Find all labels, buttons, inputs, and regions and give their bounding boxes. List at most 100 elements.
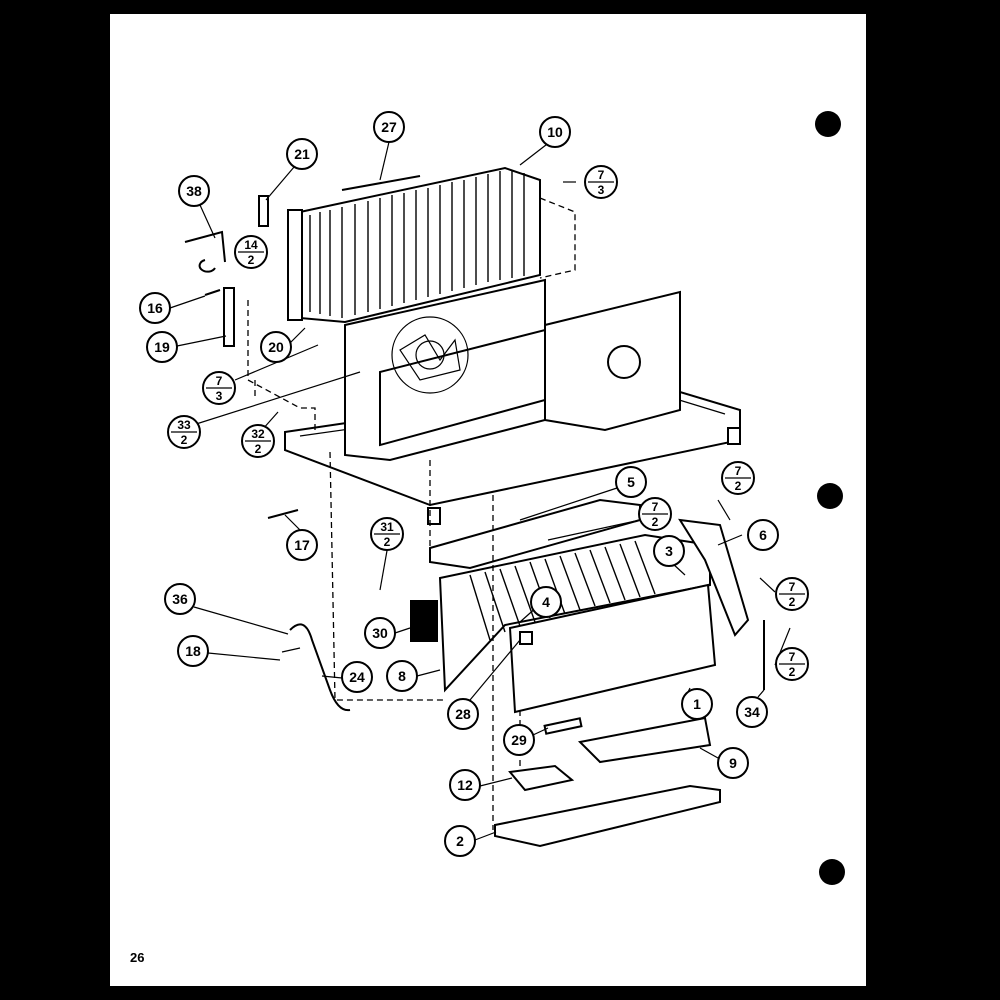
filter-sheet-9 bbox=[577, 716, 712, 764]
svg-text:7: 7 bbox=[789, 650, 796, 664]
callout-29: 29 bbox=[503, 724, 535, 756]
svg-text:31: 31 bbox=[380, 520, 394, 534]
fraction-ref-7-2-c: 7 2 bbox=[775, 577, 809, 611]
svg-text:17: 17 bbox=[294, 537, 310, 553]
fraction-ref-7-3-top: 7 3 bbox=[584, 165, 618, 199]
capillary-coil-38 bbox=[184, 230, 226, 273]
fraction-ref-7-3-left: 7 3 bbox=[202, 371, 236, 405]
callout-36: 36 bbox=[164, 583, 196, 615]
binder-hole-bottom bbox=[819, 859, 845, 885]
fraction-ref-33-2: 33 2 bbox=[167, 415, 201, 449]
svg-text:29: 29 bbox=[511, 732, 527, 748]
svg-text:27: 27 bbox=[381, 119, 397, 135]
svg-text:5: 5 bbox=[627, 474, 635, 490]
callout-2: 2 bbox=[444, 825, 476, 857]
svg-text:18: 18 bbox=[185, 643, 201, 659]
svg-text:7: 7 bbox=[735, 464, 742, 478]
svg-text:7: 7 bbox=[598, 168, 605, 182]
callout-4: 4 bbox=[530, 586, 562, 618]
thermostat-bulb-19 bbox=[223, 287, 235, 347]
svg-text:2: 2 bbox=[384, 535, 391, 549]
base-pan bbox=[284, 278, 741, 525]
svg-text:7: 7 bbox=[789, 580, 796, 594]
svg-text:2: 2 bbox=[255, 442, 262, 456]
svg-text:2: 2 bbox=[789, 595, 796, 609]
svg-text:2: 2 bbox=[789, 665, 796, 679]
svg-text:6: 6 bbox=[759, 527, 767, 543]
fraction-ref-7-2-b: 7 2 bbox=[638, 497, 672, 531]
callout-24: 24 bbox=[341, 661, 373, 693]
svg-text:10: 10 bbox=[547, 124, 563, 140]
svg-text:32: 32 bbox=[251, 427, 265, 441]
svg-text:30: 30 bbox=[372, 625, 388, 641]
callout-20: 20 bbox=[260, 331, 292, 363]
fan-blade bbox=[399, 334, 461, 381]
callout-30: 30 bbox=[364, 617, 396, 649]
callout-28: 28 bbox=[447, 698, 479, 730]
svg-text:16: 16 bbox=[147, 300, 163, 316]
fraction-ref-32-2: 32 2 bbox=[241, 424, 275, 458]
drain-tube-24 bbox=[281, 623, 351, 712]
gasket-12 bbox=[508, 764, 575, 792]
svg-text:7: 7 bbox=[216, 374, 223, 388]
condenser-coil bbox=[287, 166, 541, 324]
front-grille-2 bbox=[494, 784, 721, 848]
svg-text:4: 4 bbox=[542, 594, 550, 610]
bracket-21 bbox=[258, 195, 269, 227]
callout-6: 6 bbox=[747, 519, 779, 551]
screw-17 bbox=[267, 509, 299, 519]
svg-text:9: 9 bbox=[729, 755, 737, 771]
screw-16 bbox=[204, 289, 221, 296]
svg-text:20: 20 bbox=[268, 339, 284, 355]
svg-text:12: 12 bbox=[457, 777, 473, 793]
svg-text:2: 2 bbox=[248, 253, 255, 267]
callout-8: 8 bbox=[386, 660, 418, 692]
svg-text:1: 1 bbox=[693, 696, 701, 712]
side-panel-6 bbox=[678, 518, 750, 637]
svg-text:36: 36 bbox=[172, 591, 188, 607]
svg-text:38: 38 bbox=[186, 183, 202, 199]
svg-text:3: 3 bbox=[216, 389, 223, 403]
svg-text:3: 3 bbox=[665, 543, 673, 559]
page-number: 26 bbox=[130, 950, 144, 965]
callout-17: 17 bbox=[286, 529, 318, 561]
callout-34: 34 bbox=[736, 696, 768, 728]
callout-16: 16 bbox=[139, 292, 171, 324]
svg-text:2: 2 bbox=[181, 433, 188, 447]
callouts: 27 10 21 38 16 19 20 5 6 3 4 17 36 30 18… bbox=[139, 111, 779, 857]
filter-30 bbox=[410, 600, 438, 642]
callout-12: 12 bbox=[449, 769, 481, 801]
svg-text:34: 34 bbox=[744, 704, 760, 720]
svg-text:19: 19 bbox=[154, 339, 170, 355]
svg-text:2: 2 bbox=[456, 833, 464, 849]
svg-text:28: 28 bbox=[455, 706, 471, 722]
fraction-ref-31-2: 31 2 bbox=[370, 517, 404, 551]
callout-19: 19 bbox=[146, 331, 178, 363]
front-panel-1 bbox=[508, 583, 717, 714]
callout-3: 3 bbox=[653, 535, 685, 567]
svg-text:2: 2 bbox=[735, 479, 742, 493]
callout-21: 21 bbox=[286, 138, 318, 170]
binder-hole-middle bbox=[817, 483, 843, 509]
svg-text:2: 2 bbox=[652, 515, 659, 529]
fraction-ref-7-2-a: 7 2 bbox=[721, 461, 755, 495]
binder-hole-top bbox=[815, 111, 841, 137]
svg-text:3: 3 bbox=[598, 183, 605, 197]
fraction-ref-14-2: 14 2 bbox=[234, 235, 268, 269]
callout-27: 27 bbox=[373, 111, 405, 143]
callout-9: 9 bbox=[717, 747, 749, 779]
svg-text:33: 33 bbox=[177, 418, 191, 432]
callout-38: 38 bbox=[178, 175, 210, 207]
callout-18: 18 bbox=[177, 635, 209, 667]
callout-5: 5 bbox=[615, 466, 647, 498]
fraction-refs: 7 3 14 2 7 3 33 2 32 2 7 2 bbox=[167, 165, 809, 681]
svg-text:24: 24 bbox=[349, 669, 365, 685]
callout-10: 10 bbox=[539, 116, 571, 148]
svg-text:14: 14 bbox=[244, 238, 258, 252]
bracket-29 bbox=[543, 717, 583, 735]
callout-1: 1 bbox=[681, 688, 713, 720]
fraction-ref-7-2-d: 7 2 bbox=[775, 647, 809, 681]
svg-text:7: 7 bbox=[652, 500, 659, 514]
svg-text:21: 21 bbox=[294, 146, 310, 162]
